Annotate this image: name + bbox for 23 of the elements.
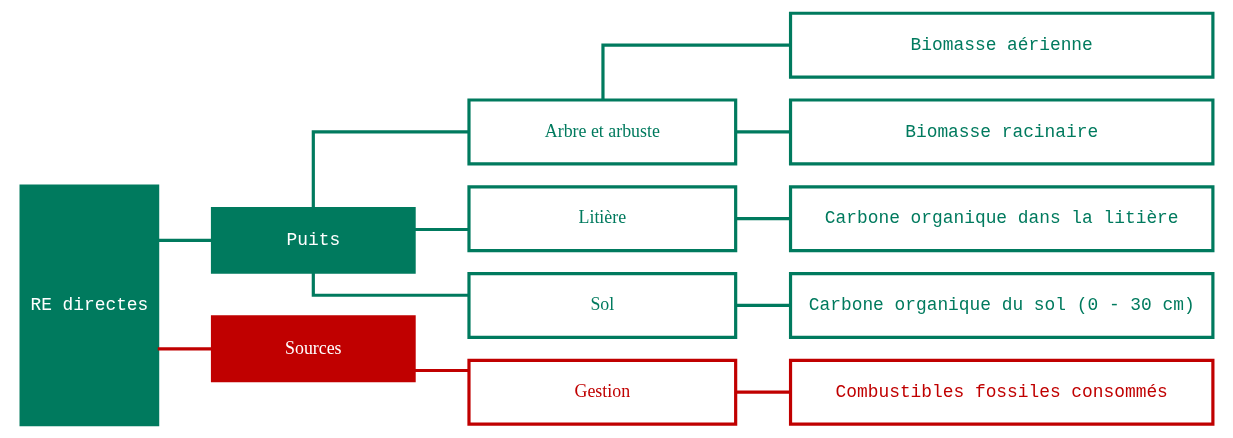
node-box: RE directes [19, 184, 159, 427]
connector [413, 227, 469, 232]
connector [735, 130, 790, 134]
connector [311, 272, 469, 297]
node-box: Combustibles fossiles consommés [788, 358, 1214, 426]
node-box: Arbre et arbuste [466, 98, 737, 166]
connector [311, 130, 469, 209]
connector [735, 390, 790, 394]
node-box: Puits [210, 206, 416, 274]
connector [413, 368, 469, 373]
node-box: Litière [466, 185, 737, 253]
connector [735, 217, 790, 221]
connector [600, 43, 790, 100]
node-box: Carbone organique du sol (0 - 30 cm) [788, 271, 1214, 339]
node-box: Sol [466, 271, 737, 339]
connector [157, 238, 212, 242]
node-box: Carbone organique dans la litière [788, 185, 1214, 253]
connector [157, 347, 212, 351]
node-box: Biomasse racinaire [788, 98, 1214, 166]
node-box: Gestion [466, 358, 737, 426]
node-box: Sources [210, 315, 416, 383]
node-box: Biomasse aérienne [788, 11, 1214, 79]
connector [735, 303, 790, 308]
